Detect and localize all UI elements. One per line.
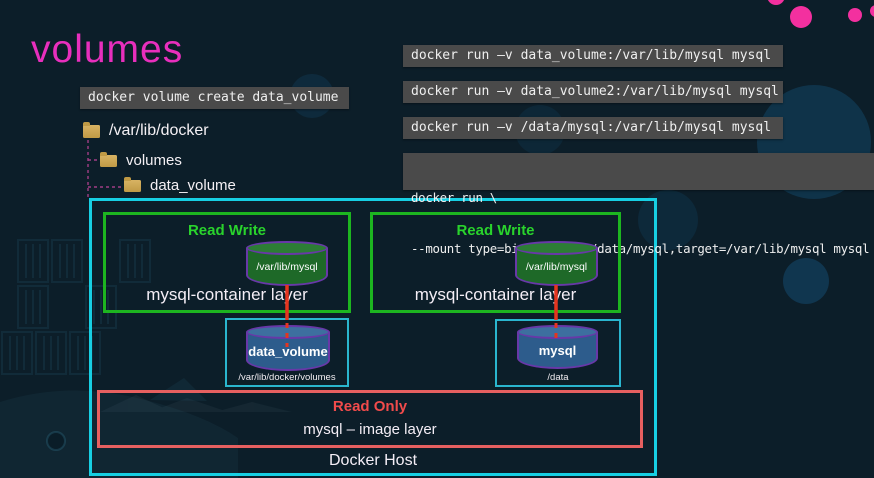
read-only-label: Read Only	[100, 398, 640, 415]
mount-path-label: /var/lib/mysql	[246, 241, 328, 286]
container-layer-label: mysql-container layer	[373, 285, 618, 305]
container-layer-label: mysql-container layer	[106, 285, 348, 305]
porthole-decoration	[47, 432, 65, 450]
code-run-mount-line1: docker run \	[411, 189, 866, 206]
tree-item-label: data_volume	[150, 177, 236, 194]
mount-cylinder-right: /var/lib/mysql	[515, 241, 598, 286]
code-volume-create: docker volume create data_volume	[80, 87, 349, 109]
mount-cylinder-left: /var/lib/mysql	[246, 241, 328, 286]
pink-dot	[767, 0, 785, 5]
volume-cylinder-data-volume: data_volume	[246, 325, 330, 371]
pink-dot	[848, 8, 862, 22]
code-run-mount: docker run \ --mount type=bind,source=/d…	[403, 153, 874, 190]
volume-name-label: mysql	[517, 325, 598, 369]
image-layer-label: mysql – image layer	[100, 421, 640, 438]
volume-name-label: data_volume	[246, 325, 330, 371]
read-write-label: Read Write	[373, 222, 618, 239]
tree-item-var-lib-docker: /var/lib/docker	[83, 122, 209, 140]
read-write-label: Read Write	[106, 222, 348, 239]
tree-item-label: /var/lib/docker	[109, 122, 209, 140]
host-volume-path: /var/lib/docker/volumes	[227, 372, 347, 383]
mount-path-label: /var/lib/mysql	[515, 241, 598, 286]
pink-dot	[790, 6, 812, 28]
folder-icon	[100, 155, 117, 167]
host-volume-path: /data	[497, 372, 619, 383]
code-run-named-volume2: docker run –v data_volume2:/var/lib/mysq…	[403, 81, 783, 103]
tree-item-volumes: volumes	[100, 152, 182, 169]
folder-icon	[124, 180, 141, 192]
page-title: volumes	[31, 28, 183, 72]
image-layer-box: Read Only mysql – image layer	[97, 390, 643, 448]
folder-icon	[83, 125, 100, 138]
docker-host-label: Docker Host	[89, 452, 657, 470]
code-run-named-volume: docker run –v data_volume:/var/lib/mysql…	[403, 45, 783, 67]
tree-item-data-volume: data_volume	[124, 177, 236, 194]
code-run-bind-path: docker run –v /data/mysql:/var/lib/mysql…	[403, 117, 783, 139]
pink-dot	[870, 5, 874, 17]
volume-cylinder-mysql: mysql	[517, 325, 598, 369]
tree-item-label: volumes	[126, 152, 182, 169]
